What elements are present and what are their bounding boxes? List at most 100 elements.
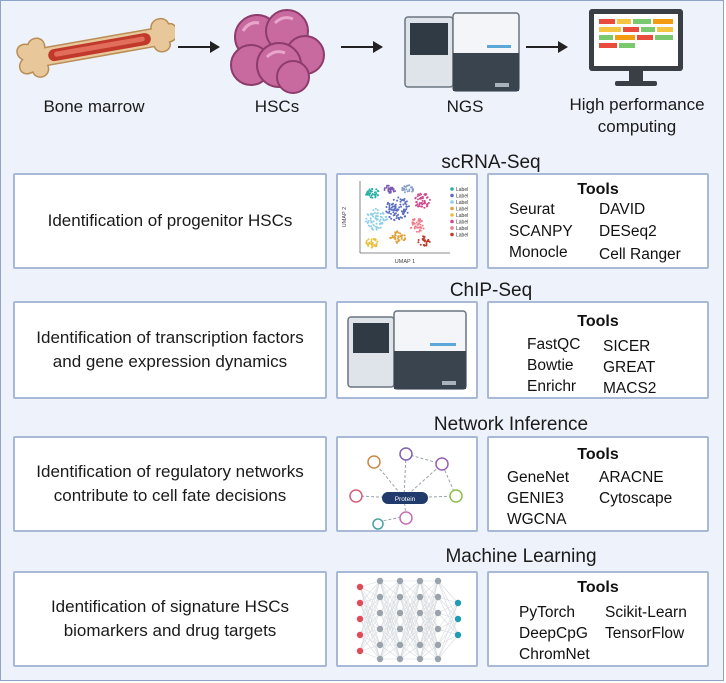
- nn-node: [356, 647, 364, 655]
- umap-point: [415, 230, 418, 233]
- nn-edge: [419, 628, 439, 646]
- umap-point: [407, 184, 409, 187]
- protein-node: [382, 492, 428, 504]
- umap-point: [395, 217, 398, 220]
- umap-point: [371, 227, 373, 230]
- umap-legend-swatch: [450, 226, 454, 230]
- umap-point: [381, 222, 384, 225]
- hpc-label: High performance computing: [557, 94, 717, 138]
- umap-point: [365, 193, 368, 196]
- nn-edge: [399, 628, 421, 660]
- umap-point: [417, 241, 420, 244]
- nn-edge: [399, 612, 421, 660]
- umap-point: [367, 245, 370, 247]
- nn-edge: [399, 580, 421, 646]
- umap-point: [405, 188, 408, 191]
- nn-edge: [359, 612, 381, 652]
- umap-point: [388, 208, 391, 211]
- nn-node: [434, 577, 442, 585]
- nn-edge: [419, 628, 439, 660]
- tool-sicer: SICER: [603, 338, 651, 355]
- umap-point: [373, 193, 376, 196]
- umap-point: [372, 212, 375, 215]
- ml-tools-title: Tools: [577, 579, 619, 596]
- umap-point: [417, 218, 420, 221]
- umap-legend-label: Label: [456, 226, 468, 232]
- nn-node: [396, 641, 404, 649]
- umap-point: [416, 223, 419, 226]
- section-title-machine-learning: Machine Learning: [445, 546, 597, 567]
- network-description-box: Identification of regulatory networks co…: [13, 436, 327, 532]
- umap-point: [424, 202, 426, 205]
- bone-marrow-label: Bone marrow: [43, 97, 145, 116]
- umap-point: [367, 224, 370, 227]
- nn-edge: [379, 580, 401, 660]
- umap-point: [369, 217, 372, 220]
- umap-point: [399, 235, 402, 237]
- umap-point: [383, 187, 386, 190]
- ml-tools-box: Tools PyTorch Scikit-Learn DeepCpG Tenso…: [487, 571, 709, 667]
- umap-point: [388, 210, 391, 213]
- umap-legend-label: Label: [456, 219, 468, 225]
- umap-point: [371, 193, 374, 195]
- umap-point: [366, 193, 369, 195]
- umap-point: [385, 186, 388, 189]
- umap-point: [401, 186, 404, 189]
- umap-point: [403, 239, 405, 242]
- nn-edge: [379, 628, 401, 646]
- umap-point: [417, 239, 420, 241]
- umap-point: [392, 202, 394, 205]
- arrow-3: [526, 41, 568, 53]
- umap-point: [413, 227, 416, 230]
- umap-ylabel: UMAP 2: [342, 207, 348, 227]
- nn-edge: [359, 580, 381, 620]
- umap-point: [393, 235, 396, 238]
- umap-point: [419, 243, 422, 246]
- tool-fastqc: FastQC: [527, 336, 581, 353]
- umap-point: [404, 191, 406, 194]
- network-description-line2: contribute to cell fate decisions: [53, 486, 287, 505]
- ngs-illustration: [404, 12, 520, 92]
- nn-node: [396, 655, 404, 663]
- nn-node: [454, 599, 462, 607]
- nn-edge: [399, 580, 421, 660]
- nn-node: [434, 593, 442, 601]
- umap-point: [405, 208, 408, 210]
- umap-point: [428, 240, 431, 243]
- umap-point: [400, 236, 403, 239]
- umap-point: [407, 205, 410, 208]
- nn-edge: [359, 628, 381, 652]
- nn-node: [416, 609, 424, 617]
- umap-point: [400, 199, 403, 202]
- umap-point: [368, 188, 371, 191]
- umap-point: [419, 220, 422, 223]
- umap-point: [419, 226, 422, 229]
- umap-point: [410, 226, 413, 229]
- umap-point: [396, 199, 399, 202]
- umap-point: [421, 205, 424, 208]
- nn-node: [356, 599, 364, 607]
- umap-point: [417, 193, 420, 196]
- nn-node: [376, 625, 384, 633]
- umap-point: [418, 230, 421, 233]
- nn-edge: [419, 580, 439, 598]
- umap-point: [383, 219, 386, 222]
- umap-point: [376, 209, 379, 211]
- umap-point: [408, 190, 411, 192]
- nn-edge: [419, 612, 439, 660]
- umap-point: [421, 199, 424, 202]
- umap-point: [385, 215, 388, 218]
- umap-point: [385, 206, 388, 208]
- tool-deepcpg: DeepCpG: [519, 625, 588, 642]
- tool-chromnet: ChromNet: [519, 646, 590, 663]
- umap-point: [390, 217, 393, 220]
- nn-edge: [437, 602, 459, 630]
- umap-legend-label: Label: [456, 232, 468, 238]
- hpc-label-line2: computing: [597, 117, 677, 136]
- umap-point: [396, 237, 399, 240]
- umap-point: [419, 223, 422, 226]
- umap-point: [370, 225, 373, 228]
- umap-point: [366, 222, 369, 224]
- tool-scanpy: SCANPY: [509, 223, 573, 240]
